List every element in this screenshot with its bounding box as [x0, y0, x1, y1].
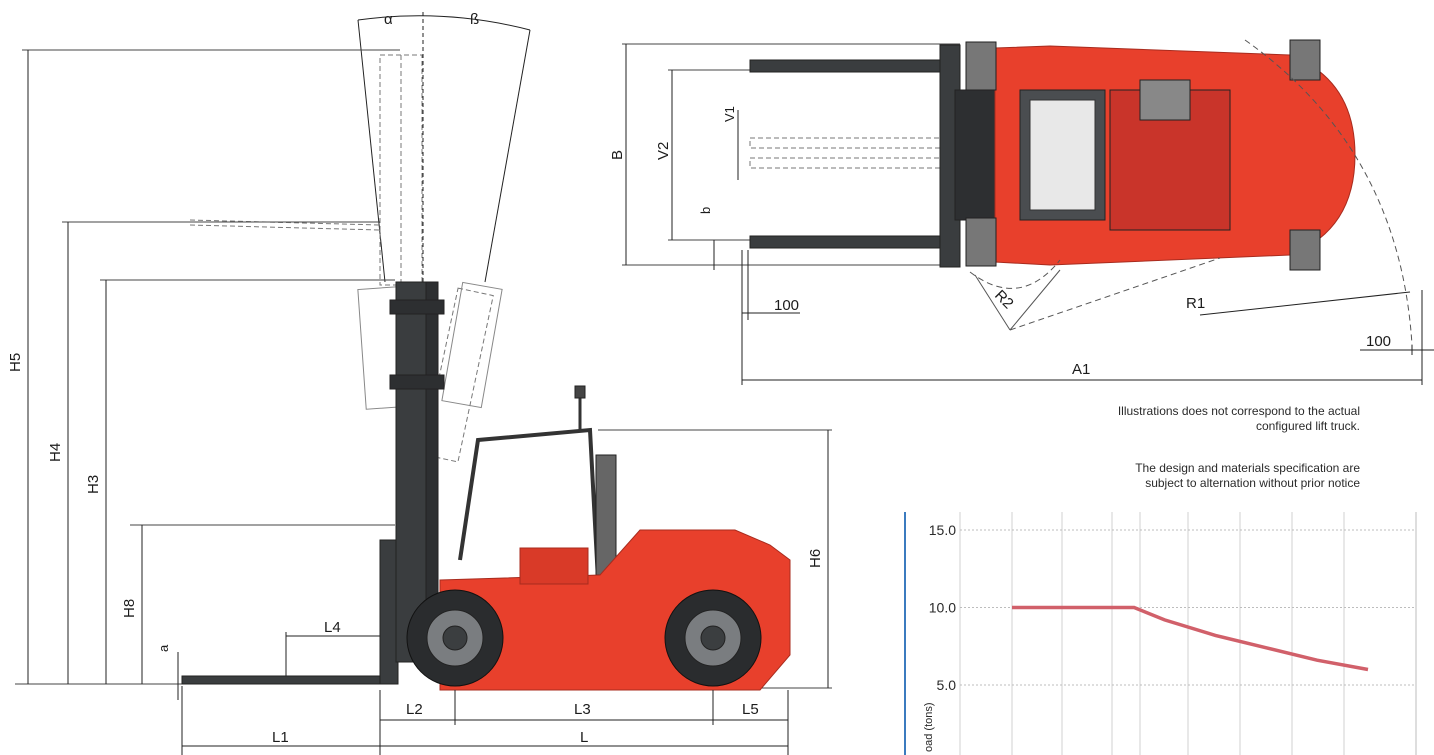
chart-ytick-label: 10.0 [929, 600, 956, 616]
chart-ticks: 15.0 10.0 5.0 [929, 522, 956, 693]
r2-label: R2 [991, 287, 1017, 313]
a-label: a [156, 644, 171, 652]
b-width-label: B [609, 150, 626, 160]
l2-label: L2 [406, 701, 423, 718]
l1-label: L1 [272, 729, 289, 746]
l-label: L [580, 729, 588, 746]
top-view [622, 39, 1434, 385]
load-curve [1012, 605, 1369, 672]
chart-grid [959, 512, 1416, 755]
l4-label: L4 [324, 619, 341, 636]
chart-ytick-label: 15.0 [929, 522, 956, 538]
l3-label: L3 [574, 701, 591, 718]
h4-label: H4 [47, 443, 64, 462]
specification-note: The design and materials specification a… [1135, 461, 1360, 491]
note-line-1: Illustrations does not correspond to the… [1117, 404, 1360, 418]
h8-label: H8 [121, 599, 138, 618]
alpha-label: α [384, 11, 393, 28]
side-view [15, 12, 832, 755]
v2-label: V2 [655, 142, 672, 160]
fork-offset-label: 100 [774, 297, 799, 314]
rear-offset-label: 100 [1366, 333, 1391, 350]
l5-label: L5 [742, 701, 759, 718]
note-line-3: The design and materials specification a… [1135, 461, 1360, 475]
illustration-note: Illustrations does not correspond to the… [1118, 404, 1360, 434]
h6-label: H6 [807, 549, 824, 568]
fork-width-label: b [698, 207, 713, 214]
note-line-2: configured lift truck. [1255, 419, 1360, 433]
a1-label: A1 [1072, 361, 1090, 378]
h3-label: H3 [85, 475, 102, 494]
beta-label: ß [470, 11, 479, 28]
chart-ytick-label: 5.0 [937, 677, 957, 693]
h5-label: H5 [7, 353, 24, 372]
v1-label: V1 [722, 106, 737, 122]
r1-label: R1 [1186, 295, 1205, 312]
note-line-4: subject to alternation without prior not… [1145, 476, 1360, 490]
chart-ylabel: oad (tons) [923, 702, 935, 752]
load-chart: 15.0 10.0 5.0 oad (tons) [904, 512, 1417, 755]
